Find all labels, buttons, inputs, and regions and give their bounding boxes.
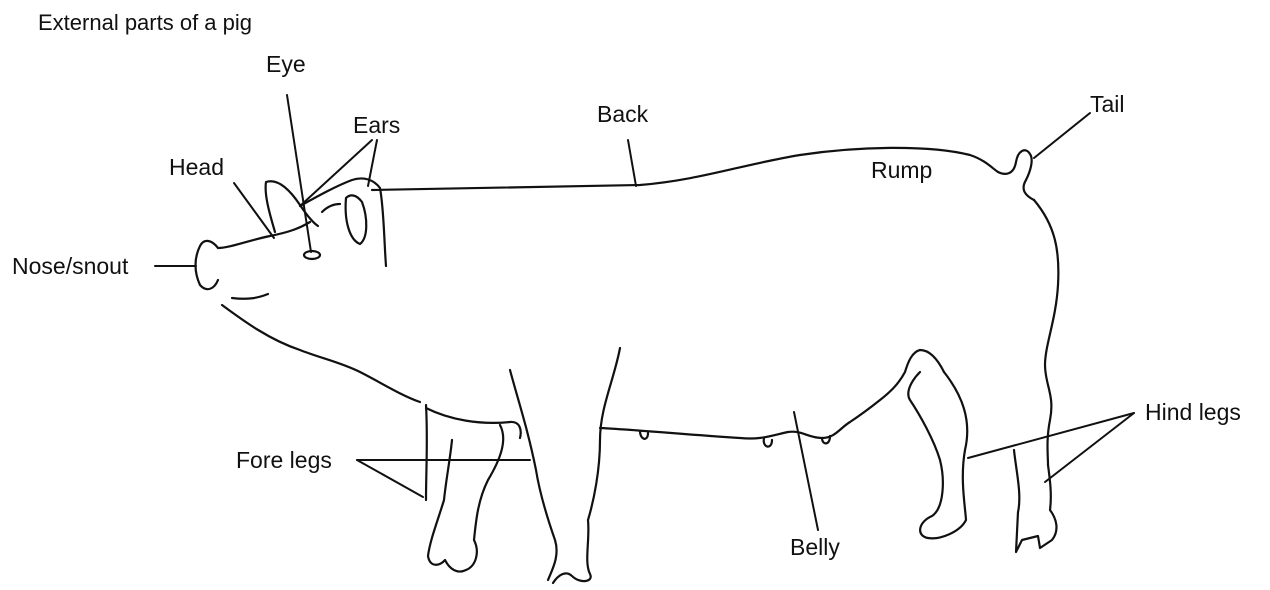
belly-leader	[794, 412, 818, 530]
teat-2	[764, 438, 772, 447]
hind-leg-inner	[908, 372, 967, 538]
rump-outline	[1034, 200, 1058, 465]
pig-outline	[196, 148, 1059, 583]
fore-leg-right	[510, 370, 557, 580]
snout	[196, 241, 219, 289]
label-head: Head	[169, 154, 224, 180]
tail-leader	[1034, 113, 1090, 158]
ear-fold	[322, 204, 340, 212]
eye-shape	[304, 251, 320, 259]
diagram-title: External parts of a pig	[38, 10, 252, 35]
label-rump: Rump	[871, 157, 932, 183]
fore-leg-right-back	[553, 348, 620, 583]
label-ears: Ears	[353, 112, 400, 138]
hind-legs-leader-right	[1045, 413, 1134, 482]
tail	[998, 150, 1034, 200]
chest-line	[426, 408, 521, 438]
fore-leg-left	[428, 425, 503, 572]
label-eye: Eye	[266, 51, 306, 77]
label-belly: Belly	[790, 534, 840, 560]
hind-leg-outer	[1014, 450, 1056, 552]
label-hind-legs: Hind legs	[1145, 399, 1241, 425]
label-back: Back	[597, 101, 649, 127]
fore-legs-leader-lower	[357, 460, 423, 497]
label-nose: Nose/snout	[12, 253, 129, 279]
belly-line	[600, 350, 944, 439]
jaw-neck	[222, 305, 420, 402]
label-tail: Tail	[1090, 91, 1125, 117]
mouth	[232, 294, 268, 299]
ear-left	[266, 181, 318, 232]
ears-leader-right	[368, 140, 377, 186]
fore-leg-left-top	[426, 405, 427, 500]
ears-leader-left	[300, 140, 372, 206]
label-fore-legs: Fore legs	[236, 447, 332, 473]
back-leader	[628, 140, 636, 186]
ear-right-inner	[346, 195, 367, 244]
